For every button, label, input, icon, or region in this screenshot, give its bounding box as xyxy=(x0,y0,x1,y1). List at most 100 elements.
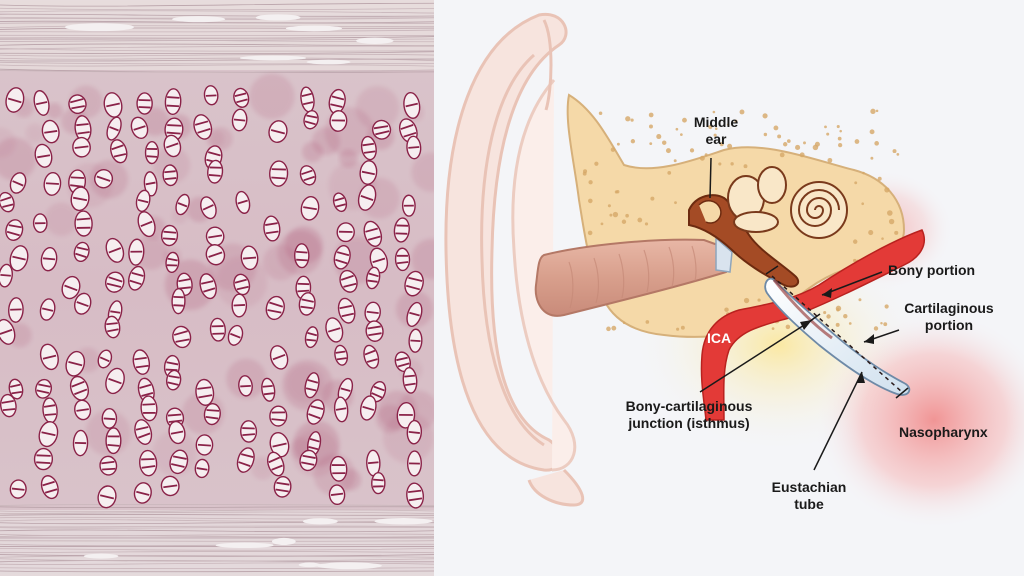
collagen-fiber xyxy=(0,36,434,39)
chondrocyte-lacuna xyxy=(406,301,423,327)
bone-pore xyxy=(621,219,627,224)
bone-pore xyxy=(888,218,895,225)
chondrocyte-lacuna xyxy=(299,165,317,186)
chondrocyte-lacuna xyxy=(168,420,186,445)
chondrocyte-lacuna xyxy=(268,120,288,144)
bone-pore xyxy=(734,119,738,123)
collagen-fiber xyxy=(0,25,434,29)
bone-pore xyxy=(892,149,897,154)
fibrous-layer xyxy=(0,2,434,573)
bone-pore xyxy=(786,139,791,143)
bone-pore xyxy=(827,157,833,163)
bone-pore xyxy=(622,321,626,325)
chondrocyte-lacuna xyxy=(332,192,348,213)
chondrocyte-lacuna xyxy=(128,238,145,266)
chondrocyte-lacuna xyxy=(5,219,24,241)
bone-pore xyxy=(612,211,619,218)
bone-pore xyxy=(667,171,672,175)
chondrocyte-lacuna xyxy=(105,367,125,395)
bone-pore xyxy=(883,322,888,327)
collagen-fiber xyxy=(0,43,434,47)
matrix-stain-patch xyxy=(355,85,400,130)
chondrocyte-lacuna xyxy=(9,479,27,499)
chondrocyte-lacuna xyxy=(68,94,87,114)
matrix-stain-patch xyxy=(44,202,79,236)
bone-pore xyxy=(609,213,613,217)
bone-pore xyxy=(673,159,677,163)
chondrocyte-lacuna xyxy=(38,421,59,448)
chondrocyte-lacuna xyxy=(103,92,123,118)
bone-pore xyxy=(838,142,843,148)
bone-pore xyxy=(661,140,667,145)
collagen-fiber xyxy=(0,526,434,529)
chondrocyte-lacuna xyxy=(160,475,180,497)
collagen-fiber xyxy=(0,521,434,525)
bone-pore xyxy=(795,144,801,151)
chondrocyte-lacuna xyxy=(104,315,121,339)
label-eustachian-line1: Eustachian xyxy=(771,479,847,495)
bone-pore xyxy=(836,308,840,312)
chondrocyte-lacuna xyxy=(227,324,244,346)
collagen-fiber xyxy=(0,503,434,506)
bone-pore xyxy=(861,202,865,206)
bone-pore xyxy=(719,142,724,147)
chondrocyte-lacuna xyxy=(337,377,354,402)
tissue-gap xyxy=(302,518,338,525)
collagen-fiber xyxy=(0,10,434,14)
bone-pore xyxy=(724,307,729,312)
chondrocyte-lacuna xyxy=(110,139,128,164)
chondrocyte-lacuna xyxy=(165,251,180,274)
bone-pore xyxy=(712,110,716,114)
collagen-fiber xyxy=(0,51,434,55)
bone-pore xyxy=(812,144,819,151)
label-ica: ICA xyxy=(707,330,732,346)
chondrocyte-lacuna xyxy=(70,186,90,212)
label-middle-ear: Middle ear xyxy=(681,114,751,148)
bone-pore xyxy=(582,171,587,176)
matrix-stain-patch xyxy=(302,141,323,163)
chondrocyte-lacuna xyxy=(34,143,53,168)
chondrocyte-lacuna xyxy=(9,245,29,272)
bone-pore xyxy=(771,327,775,330)
bone-pore xyxy=(896,153,900,156)
bone-pore xyxy=(843,313,848,319)
chondrocyte-lacuna xyxy=(209,317,226,342)
bone-pore xyxy=(757,298,761,302)
ear-canal xyxy=(534,238,727,317)
chondrocyte-lacuna xyxy=(328,484,346,506)
cartilage-micrograph xyxy=(0,0,434,576)
chondrocyte-lacuna xyxy=(240,245,259,271)
chondrocyte-lacuna xyxy=(269,432,290,458)
chondrocyte-lacuna xyxy=(74,210,93,237)
bone-pore xyxy=(887,210,893,216)
bone-pore xyxy=(862,171,865,175)
chondrocyte-lacuna xyxy=(61,275,81,300)
arrowheads xyxy=(800,288,874,383)
leader-isthmus xyxy=(699,319,813,393)
ear-illustration xyxy=(444,12,1024,530)
label-nasopharynx: Nasopharynx xyxy=(899,424,988,440)
tube-lining xyxy=(772,279,833,340)
chondrocyte-lacuna xyxy=(137,211,156,238)
bone-pore xyxy=(894,230,899,235)
bone-pore xyxy=(598,111,603,116)
bone-pore xyxy=(714,127,718,130)
label-isthmus-line1: Bony-cartilaginous xyxy=(625,398,753,414)
chondrocyte-lacuna xyxy=(130,116,149,139)
bone-pore xyxy=(803,141,806,145)
chondrocyte-lacuna xyxy=(40,246,58,272)
chondrocyte-lacuna xyxy=(360,135,377,161)
chondrocyte-lacuna xyxy=(165,369,182,391)
collagen-fiber xyxy=(0,555,434,558)
chondrocyte-lacuna xyxy=(263,215,281,242)
collagen-fiber xyxy=(0,560,434,563)
chondrocyte-lacuna xyxy=(333,396,349,423)
chondrocyte-lacuna xyxy=(5,87,25,113)
chondrocyte-lacuna xyxy=(105,271,125,293)
bone-pore xyxy=(868,229,874,236)
collagen-fiber xyxy=(0,58,434,62)
collagen-fiber xyxy=(0,13,434,17)
collagen-fiber xyxy=(0,61,434,65)
chondrocyte-lacuna xyxy=(359,395,377,421)
chondrocyte-lacuna xyxy=(99,455,118,476)
